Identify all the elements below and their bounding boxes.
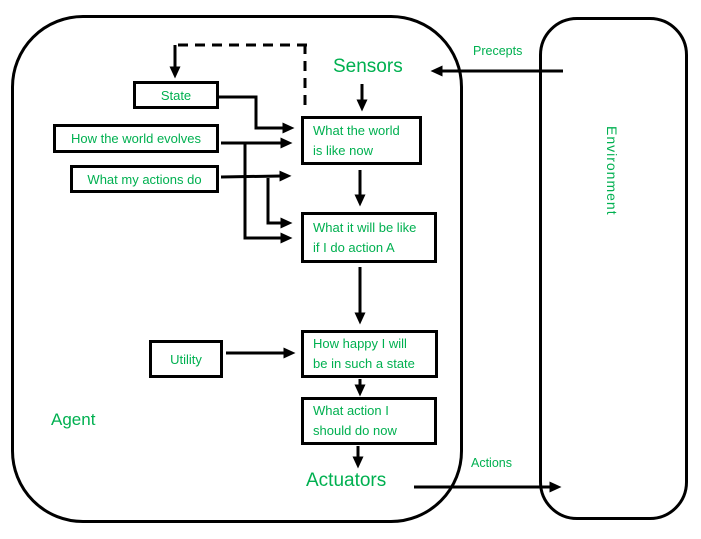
actions-label: Actions <box>471 456 512 470</box>
world-now-line1: What the world <box>313 122 400 138</box>
environment-label: Environment <box>604 126 620 216</box>
world-now-box: What the world is like now <box>301 116 422 165</box>
precepts-label: Precepts <box>473 44 523 58</box>
how-world-evolves-label: How the world evolves <box>70 131 202 146</box>
future-line1: What it will be like <box>313 219 417 235</box>
world-now-line2: is like now <box>313 142 373 158</box>
what-my-actions-do-box: What my actions do <box>70 165 219 193</box>
happiness-line2: be in such a state <box>313 356 415 371</box>
actuators-label: Actuators <box>306 470 387 491</box>
future-line2: if I do action A <box>313 239 395 255</box>
state-box: State <box>133 81 219 109</box>
action-now-box: What action I should do now <box>301 397 437 445</box>
agent-label: Agent <box>51 410 96 429</box>
agent-boundary <box>11 15 463 523</box>
future-box: What it will be like if I do action A <box>301 212 437 263</box>
happiness-line1: How happy I will <box>313 336 407 351</box>
utility-box: Utility <box>149 340 223 378</box>
action-now-line1: What action I <box>313 403 389 418</box>
utility-box-label: Utility <box>170 351 202 367</box>
state-box-label: State <box>160 87 192 103</box>
sensors-label: Sensors <box>333 56 403 77</box>
action-now-line2: should do now <box>313 423 397 438</box>
happiness-box: How happy I will be in such a state <box>301 330 438 378</box>
environment-boundary <box>539 17 688 520</box>
how-world-evolves-box: How the world evolves <box>53 124 219 153</box>
what-my-actions-do-label: What my actions do <box>87 171 202 187</box>
